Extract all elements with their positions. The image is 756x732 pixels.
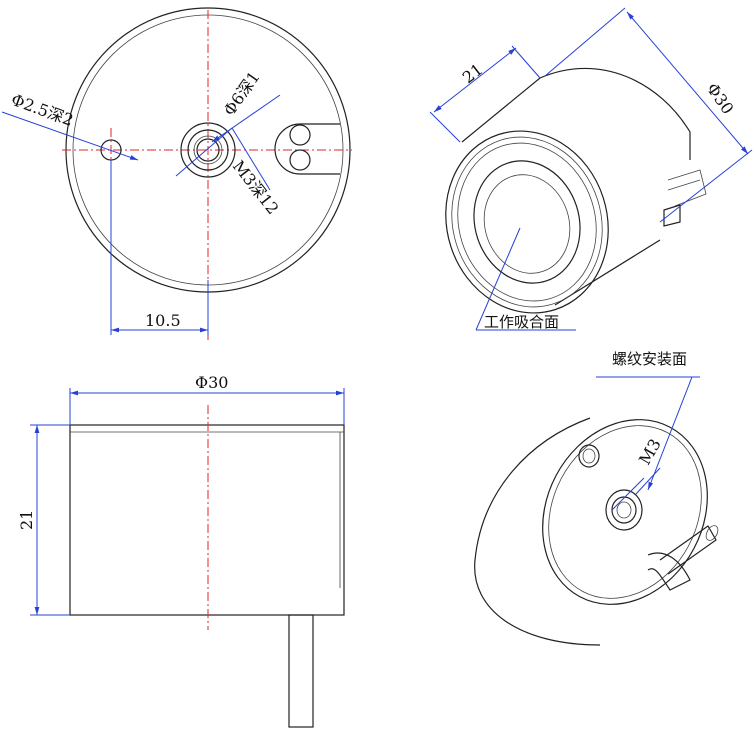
iso-face-rim-1 [451,136,603,308]
note-mounting-face: 螺纹安装面 [612,350,687,368]
iso-dim-ext-b [511,45,541,79]
leader-mounting-face [647,376,693,491]
leader-thread-tail [231,127,271,191]
note-working-face: 工作吸合面 [484,313,559,331]
iso2-wire-end [705,525,719,541]
iso-dim-ext-a [429,111,461,143]
thread-major [193,135,223,165]
iso2-small-hole [578,444,600,468]
iso-face-outer [445,130,609,314]
wire-2 [289,149,311,171]
iso2-thread-ext-1 [635,467,661,495]
wire-1 [289,124,311,146]
label-offset: 10.5 [145,311,181,330]
thread-minor [196,138,220,162]
label-counterbore: Φ6深1 [220,68,264,119]
cable-notch [274,123,340,175]
label-iso-height: 21 [459,60,487,88]
iso2-body-side [474,417,601,646]
iso2-face-outer [542,419,708,605]
label-iso-diameter: Φ30 [703,79,738,117]
iso-pole-inner [483,174,571,274]
iso-body-top [461,67,691,160]
iso2-notch [647,552,691,591]
iso-view-working-face: 21 Φ30 工作吸合面 [429,7,753,331]
counterbore-outer [180,122,236,178]
iso-dim-line-height [433,47,517,113]
iso2-thread-mid [611,496,637,524]
top-view: Φ2.5深2 Φ6深1 M3深12 10.5 [1,7,352,340]
iso-wire-mid [667,179,701,191]
label-iso2-thread: M3 [635,435,665,468]
iso-view-mounting-face: M3 螺纹安装面 [474,350,719,646]
iso-dim-ext-d [659,149,753,223]
iso-dim-ext-c [544,7,626,77]
iso-wire-slot [663,204,681,227]
iso2-thread-ext-2 [611,477,645,511]
iso2-face-inner [548,425,702,599]
label-side-height: 21 [17,510,36,530]
leader-small-hole [1,111,139,161]
side-view: Φ30 21 [17,373,345,728]
leader-working-face [475,227,521,331]
label-side-diameter: Φ30 [195,373,228,392]
iso-face-rim-2 [457,142,597,302]
side-wire [288,614,314,728]
leader-thread [175,127,233,177]
iso2-small-hole-inner [582,448,596,464]
label-small-hole: Φ2.5深2 [9,90,76,130]
side-body [69,424,345,616]
counterbore-inner [187,129,229,171]
iso2-wire [659,525,717,575]
leader-counterbore [211,94,281,143]
iso-dim-line-diameter [626,11,749,155]
iso-pole-outer [473,160,581,284]
iso2-thread-inner [616,501,632,519]
iso-wire [667,169,707,207]
iso2-thread-outer [605,489,643,531]
